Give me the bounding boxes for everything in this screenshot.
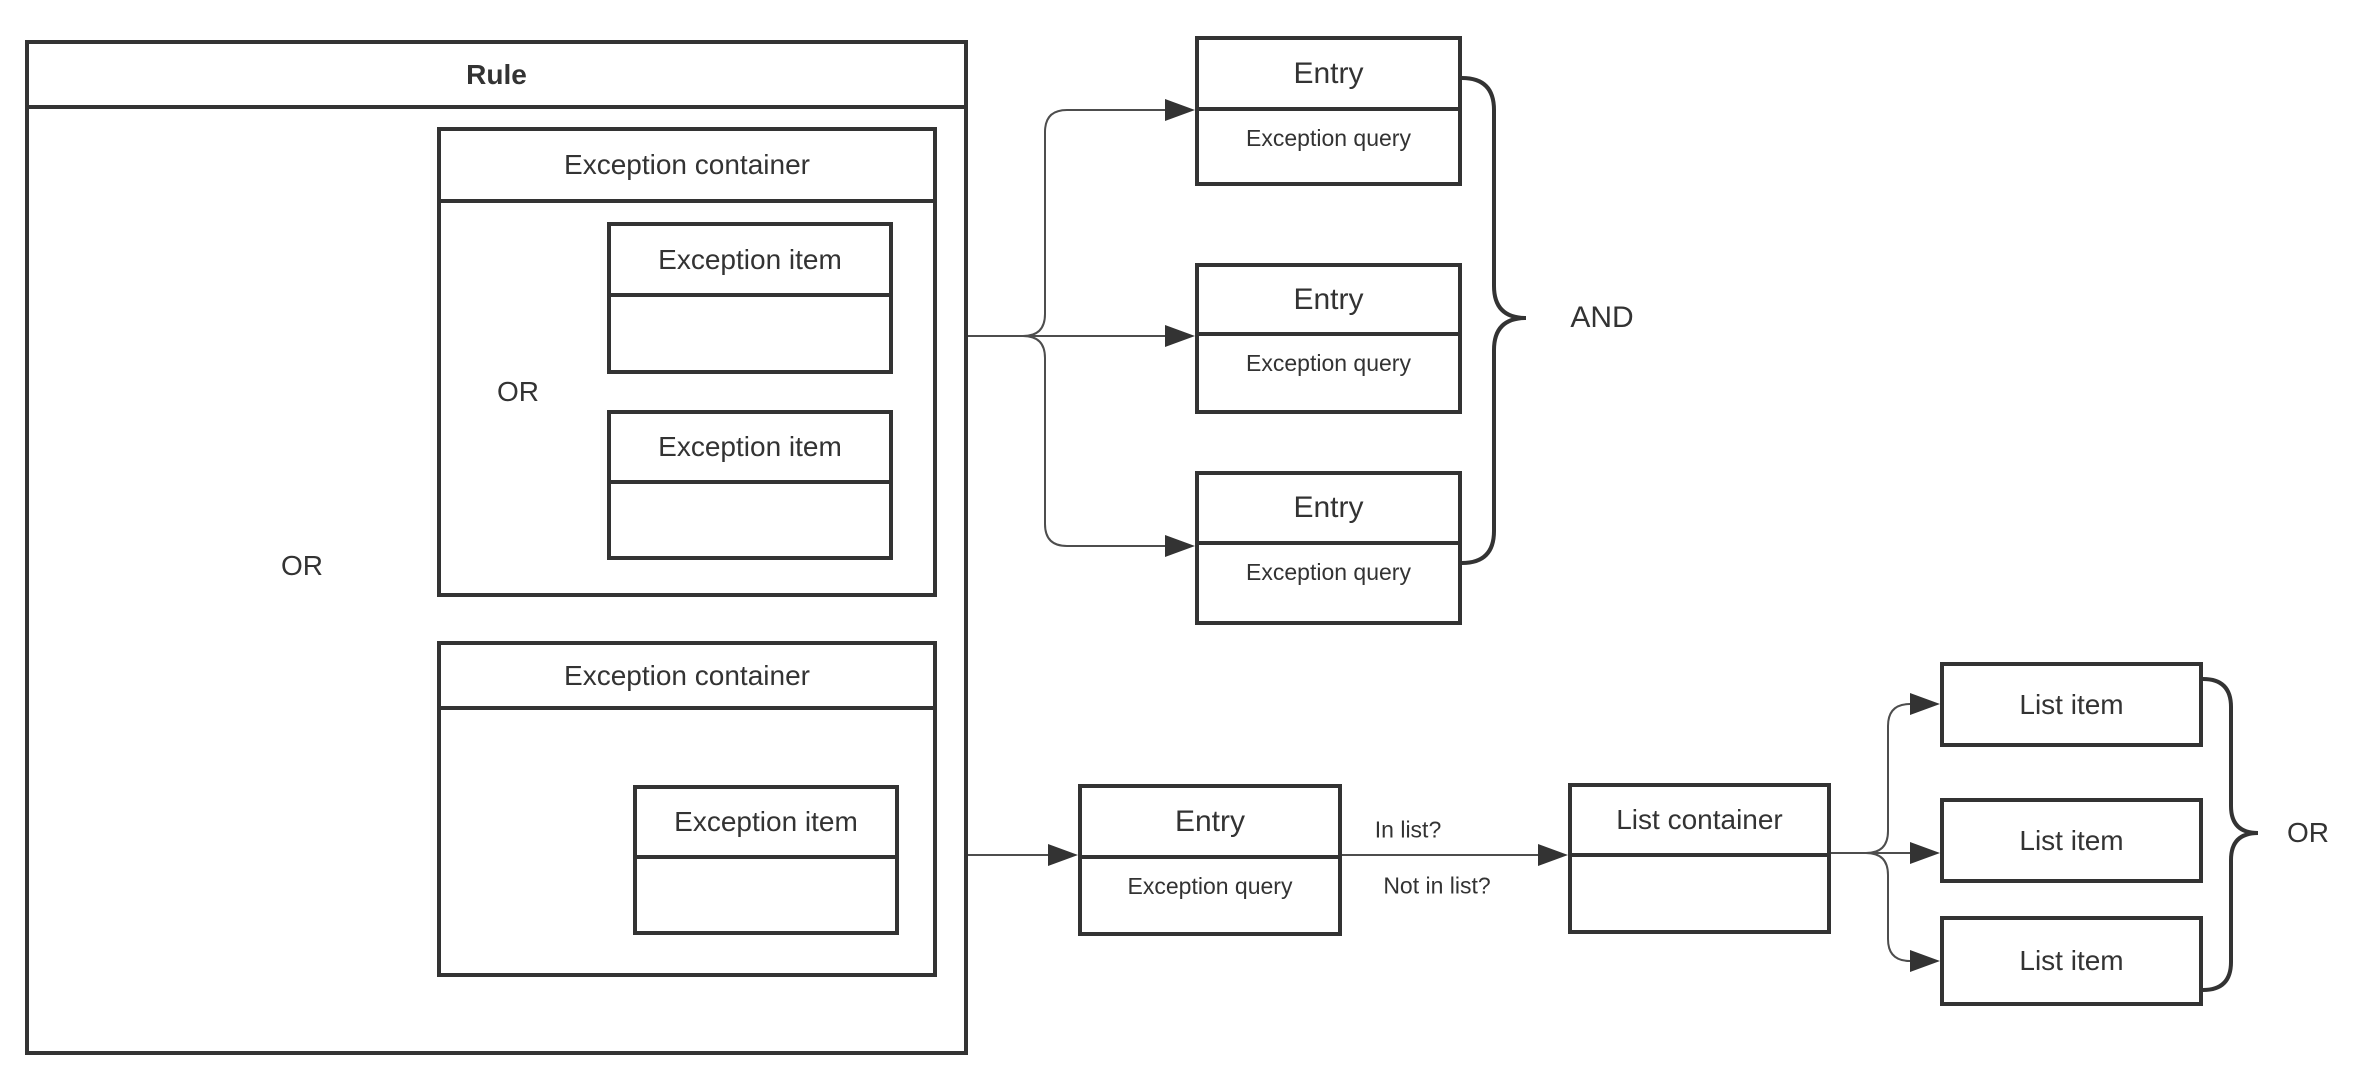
- list-item-1: List item: [1940, 662, 2203, 747]
- connector-item1-to-entries: [893, 99, 1195, 557]
- entry-2-header: Entry: [1199, 267, 1458, 336]
- or-label-outer: OR: [281, 550, 323, 581]
- arrowhead-entry-3: [1165, 535, 1195, 557]
- arrowhead-entry-2: [1165, 325, 1195, 347]
- rule-title: Rule: [466, 58, 527, 90]
- lookup-entry-header: Entry: [1082, 788, 1338, 859]
- lookup-entry-query: Exception query: [1127, 873, 1293, 899]
- or-label-list-items: OR: [2287, 817, 2329, 848]
- rule-header: Rule: [29, 44, 964, 109]
- exception-item-2-title: Exception item: [658, 431, 842, 462]
- list-container-title: List container: [1616, 804, 1783, 835]
- list-container: List container: [1568, 783, 1831, 934]
- arrowhead-list-item-1: [1910, 693, 1940, 715]
- exception-container-2-header: Exception container: [441, 645, 933, 710]
- exception-container-2-title: Exception container: [564, 659, 810, 691]
- arrowhead-lookup-entry: [1048, 844, 1078, 866]
- entry-1-header: Entry: [1199, 40, 1458, 111]
- list-item-1-label: List item: [2019, 688, 2124, 720]
- exception-item-1-title: Exception item: [658, 243, 842, 275]
- exception-item-1-header: Exception item: [611, 226, 889, 297]
- connector-entry-to-list-container: [1342, 844, 1568, 866]
- exception-item-2-header: Exception item: [611, 414, 889, 484]
- entry-3-header: Entry: [1199, 475, 1458, 545]
- exception-item-3-header: Exception item: [637, 789, 895, 859]
- exception-container-1-header: Exception container: [441, 131, 933, 203]
- entry-3-title: Entry: [1293, 491, 1364, 524]
- entry-2: Entry Exception query: [1195, 263, 1462, 414]
- or-brace-list-items: [2201, 677, 2259, 992]
- arrowhead-list-item-3: [1910, 950, 1940, 972]
- exception-item-3: Exception item: [633, 785, 899, 935]
- lookup-entry-title: Entry: [1174, 804, 1246, 838]
- arrowhead-list-container: [1538, 844, 1568, 866]
- entry-3-query: Exception query: [1246, 559, 1411, 585]
- exception-item-2: Exception item: [607, 410, 893, 560]
- exception-item-3-title: Exception item: [674, 806, 858, 837]
- list-item-3-label: List item: [2019, 945, 2124, 976]
- entry-2-query: Exception query: [1246, 350, 1411, 376]
- list-container-header: List container: [1572, 787, 1827, 857]
- connector-container-to-list-items: [1831, 693, 1940, 972]
- list-item-3: List item: [1940, 916, 2203, 1006]
- arrowhead-entry-1: [1165, 99, 1195, 121]
- edge-label-not-in-list: Not in list?: [1383, 872, 1491, 899]
- or-label-inner: OR: [497, 376, 539, 407]
- and-brace-entries: [1460, 76, 1527, 565]
- entry-1-title: Entry: [1293, 56, 1364, 90]
- arrowhead-list-item-2: [1910, 842, 1940, 864]
- and-label-entries: AND: [1570, 301, 1634, 334]
- edge-label-in-list: In list?: [1374, 816, 1442, 843]
- list-item-2-label: List item: [2019, 824, 2124, 856]
- entry-1: Entry Exception query: [1195, 36, 1462, 186]
- list-item-2: List item: [1940, 798, 2203, 883]
- exception-container-1-title: Exception container: [564, 149, 810, 180]
- entry-3: Entry Exception query: [1195, 471, 1462, 625]
- entry-2-title: Entry: [1293, 282, 1364, 316]
- lookup-entry: Entry Exception query: [1078, 784, 1342, 936]
- entry-1-query: Exception query: [1246, 125, 1411, 151]
- exception-item-1: Exception item: [607, 222, 893, 374]
